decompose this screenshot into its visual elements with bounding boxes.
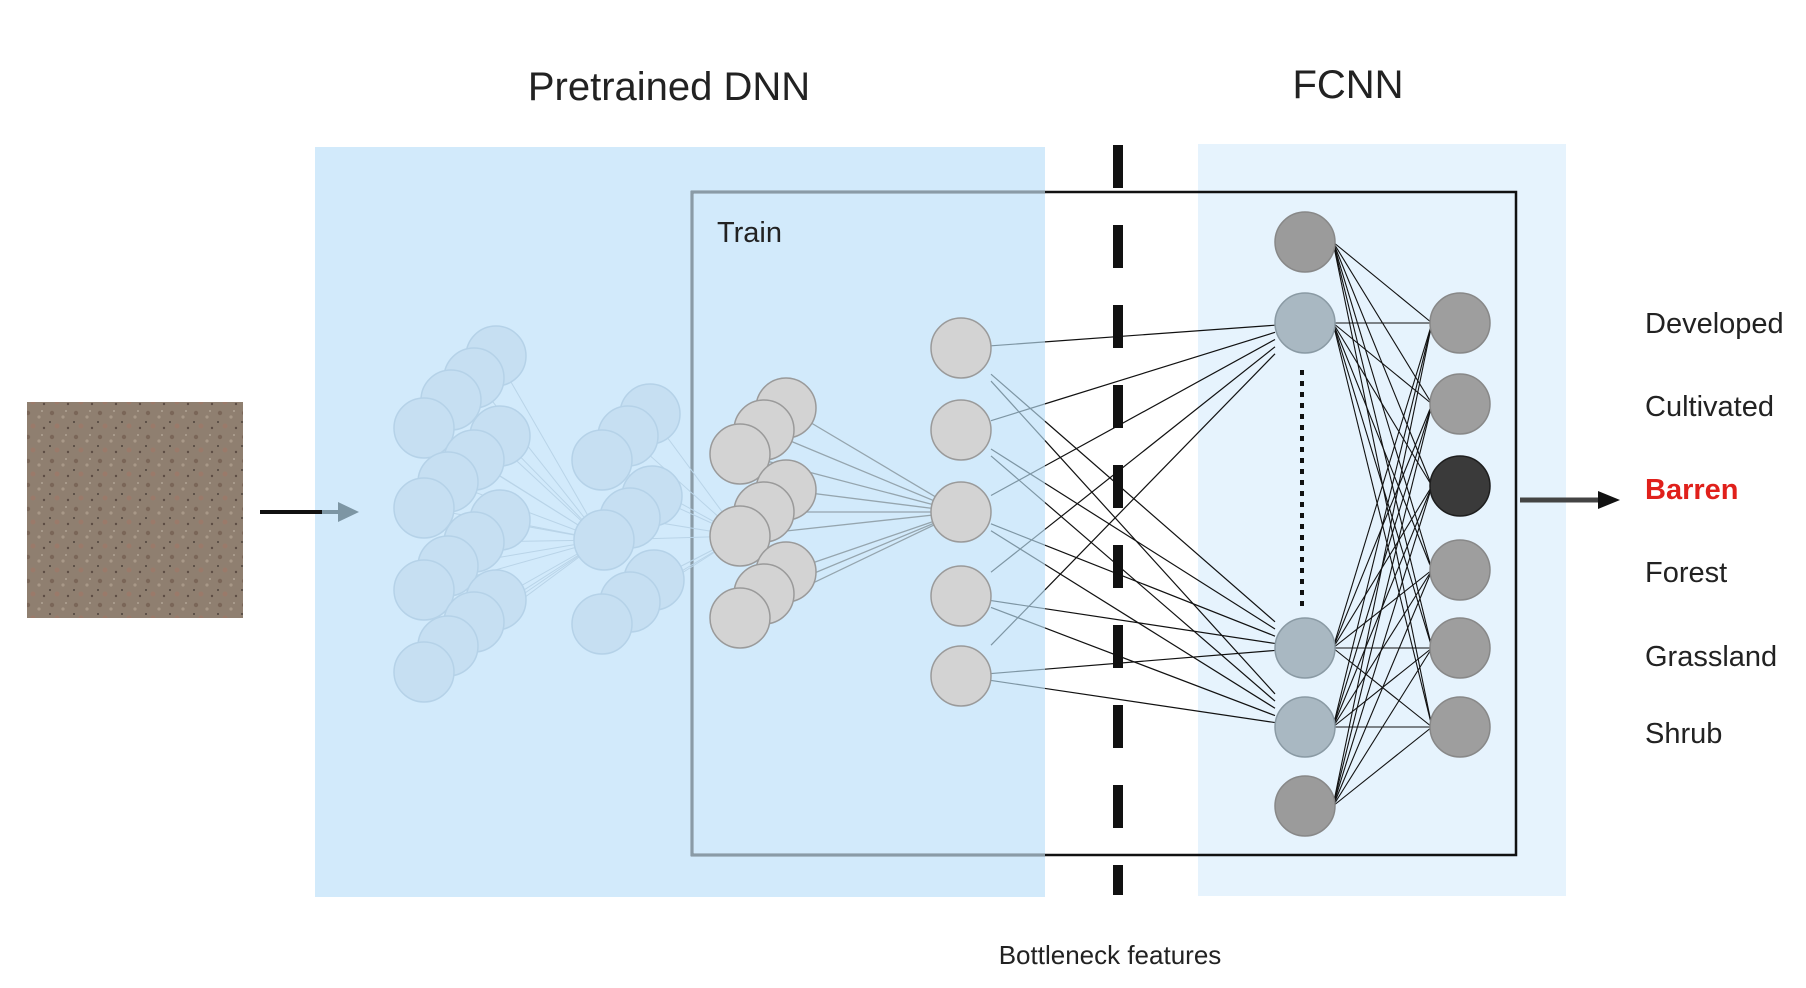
class-label-shrub: Shrub xyxy=(1645,718,1722,750)
bottleneck-features-label: Bottleneck features xyxy=(999,940,1222,970)
hidden-node xyxy=(1274,696,1336,758)
pretrained-node xyxy=(393,397,455,459)
bottleneck-node xyxy=(930,317,992,379)
bottleneck-edge xyxy=(990,455,1046,503)
class-label-forest: Forest xyxy=(1645,557,1727,589)
bottleneck-edge xyxy=(990,599,1046,610)
bottleneck-edge xyxy=(1044,502,1276,702)
output-node xyxy=(1429,696,1491,758)
bottleneck-edge xyxy=(990,373,1046,422)
bottleneck-edge xyxy=(1044,482,1276,630)
fcnn-edge xyxy=(1332,322,1433,571)
bottleneck-node xyxy=(930,399,992,461)
bottleneck-node xyxy=(930,481,992,543)
bottleneck-edge xyxy=(990,403,1046,422)
fcnn-edge xyxy=(1332,485,1433,807)
class-label-developed: Developed xyxy=(1645,308,1784,340)
fcnn-edge xyxy=(1332,726,1433,807)
bottleneck-edge xyxy=(990,523,1046,546)
bottleneck-node xyxy=(930,645,992,707)
train-edge xyxy=(785,407,962,513)
hidden-bias-node xyxy=(1274,775,1336,837)
fcnn-edge xyxy=(1332,322,1433,649)
class-label-barren: Barren xyxy=(1645,474,1739,506)
input-image xyxy=(27,402,243,618)
train-box-grey-border xyxy=(690,190,1045,857)
output-node xyxy=(1429,373,1491,435)
bottleneck-edge xyxy=(990,465,1046,497)
pretrained-node xyxy=(573,509,635,571)
bottleneck-edge xyxy=(990,679,1046,690)
output-node xyxy=(1429,292,1491,354)
network-nodes xyxy=(393,211,1491,837)
pretrained-node xyxy=(393,559,455,621)
bottleneck-edge xyxy=(1044,338,1276,467)
bottleneck-edge xyxy=(990,528,1046,573)
fcnn-title: FCNN xyxy=(1292,63,1403,107)
selected-output-node xyxy=(1429,455,1491,517)
train-label: Train xyxy=(717,217,782,249)
bottleneck-edge xyxy=(990,380,1046,441)
pretrained-node xyxy=(393,477,455,539)
class-label-cultivated: Cultivated xyxy=(1645,391,1774,423)
fcnn-edge xyxy=(1332,241,1433,571)
bottleneck-edge xyxy=(1044,649,1276,670)
output-arrow-head xyxy=(1598,491,1620,509)
fcnn-edge xyxy=(1332,569,1433,728)
pretrained-node xyxy=(571,429,633,491)
faded-edge xyxy=(473,377,603,541)
train-edge xyxy=(785,511,962,573)
bottleneck-edge xyxy=(1044,687,1276,724)
bottleneck-edge xyxy=(990,341,1046,347)
bottleneck-edge xyxy=(990,530,1046,566)
hidden-node xyxy=(1274,617,1336,679)
bottleneck-edge xyxy=(1044,627,1276,717)
bottleneck-edge xyxy=(1044,420,1276,623)
pretrained-dnn-title: Pretrained DNN xyxy=(528,65,810,109)
bottleneck-edge xyxy=(1044,440,1276,695)
fcnn-edge xyxy=(1332,241,1433,649)
bottleneck-edge xyxy=(1044,324,1276,343)
bottleneck-edge xyxy=(1044,563,1276,709)
bottleneck-edge xyxy=(1044,331,1276,405)
bottleneck-edge xyxy=(990,668,1046,675)
bottleneck-edge xyxy=(990,589,1046,646)
bottleneck-edge xyxy=(990,448,1046,484)
train-layer-node xyxy=(709,587,771,649)
train-layer-node xyxy=(709,505,771,567)
input-arrow-head xyxy=(338,502,359,522)
class-labels: DevelopedCultivatedBarrenForestGrassland… xyxy=(1645,308,1784,750)
fcnn-edge xyxy=(1332,322,1433,807)
class-label-grassland: Grassland xyxy=(1645,641,1777,673)
bottleneck-edge xyxy=(1044,544,1276,637)
bottleneck-edge xyxy=(1044,353,1276,591)
train-layer-node xyxy=(709,423,771,485)
faded-edge xyxy=(495,355,603,541)
hidden-bias-node xyxy=(1274,211,1336,273)
output-node xyxy=(1429,539,1491,601)
bottleneck-edge xyxy=(1044,608,1276,645)
fcnn-edge xyxy=(1332,647,1433,807)
fcnn-edge xyxy=(1332,241,1433,324)
bottleneck-edge xyxy=(1044,346,1276,530)
fcnn-edge xyxy=(1332,569,1433,649)
fcnn-edge xyxy=(1332,322,1433,728)
train-edge xyxy=(763,429,962,513)
fcnn-edge xyxy=(1332,403,1433,807)
hidden-node xyxy=(1274,292,1336,354)
pretrained-node xyxy=(571,593,633,655)
pretrained-node xyxy=(393,641,455,703)
bottleneck-node xyxy=(930,565,992,627)
output-node xyxy=(1429,617,1491,679)
fcnn-edge xyxy=(1332,569,1433,807)
fcnn-panel xyxy=(1198,144,1566,896)
